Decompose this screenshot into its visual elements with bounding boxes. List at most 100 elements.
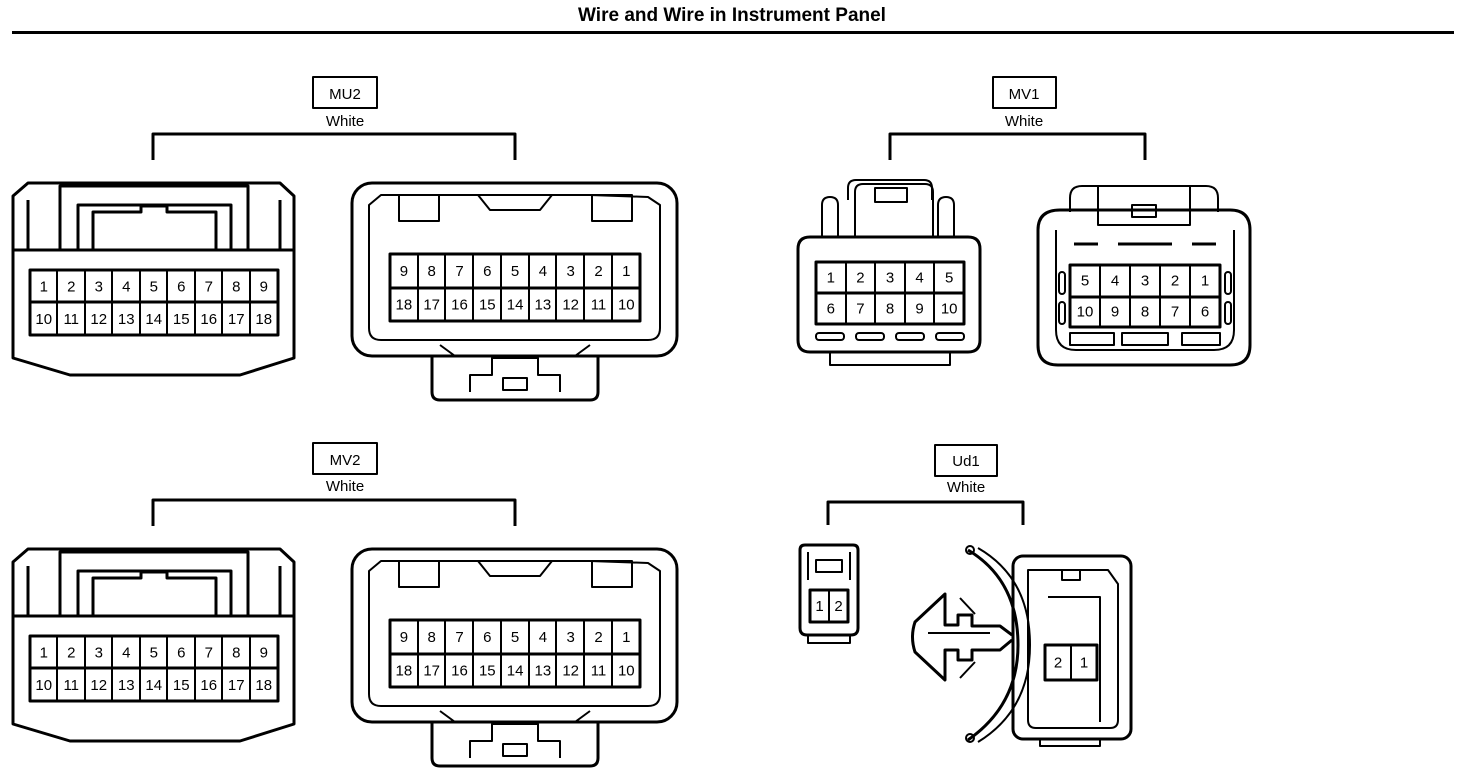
pin-number: 9	[400, 629, 408, 646]
pin-number: 1	[40, 644, 48, 661]
pin-grid-female	[814, 260, 966, 326]
pin-number: 18	[396, 296, 413, 313]
pin-number: 3	[567, 263, 575, 280]
pin-number: 9	[260, 278, 268, 295]
connector-Ud1: Ud1 White	[798, 444, 1133, 747]
pin-number: 7	[455, 629, 463, 646]
pin-grid-female	[28, 634, 280, 703]
pin-number: 2	[594, 263, 602, 280]
pin-number: 18	[396, 662, 413, 679]
connector-color-label: White	[1005, 113, 1043, 130]
pin-number: 16	[200, 311, 217, 328]
pin-number: 8	[428, 629, 436, 646]
pin-number: 12	[562, 662, 579, 679]
pin-number: 4	[539, 629, 547, 646]
pin-number: 6	[827, 301, 835, 318]
pin-number: 1	[815, 598, 823, 615]
pin-number: 7	[205, 644, 213, 661]
pin-number: 11	[591, 296, 607, 313]
pin-number: 15	[173, 677, 190, 694]
pin-number: 5	[150, 278, 158, 295]
pin-grid-female	[808, 588, 850, 624]
pin-number: 6	[1201, 304, 1209, 321]
pin-number: 1	[622, 263, 630, 280]
pin-grid-male	[388, 252, 642, 323]
pin-number: 13	[118, 311, 135, 328]
pin-number: 13	[535, 662, 552, 679]
pin-number: 6	[483, 263, 491, 280]
pin-number: 17	[228, 677, 245, 694]
pin-number: 5	[511, 629, 519, 646]
connector-id-label: Ud1	[952, 453, 980, 470]
page-title: Wire and Wire in Instrument Panel	[578, 5, 886, 26]
pin-number: 15	[173, 311, 190, 328]
pin-number: 3	[95, 644, 103, 661]
pin-number: 10	[618, 662, 635, 679]
pin-number: 9	[915, 301, 923, 318]
pin-number: 4	[915, 270, 923, 287]
connector-bracket	[151, 132, 517, 160]
pin-number: 1	[622, 629, 630, 646]
pin-number: 1	[1080, 655, 1088, 672]
connector-MV2: MV2 White	[11, 442, 679, 768]
pin-number: 17	[423, 296, 440, 313]
pin-number: 7	[205, 278, 213, 295]
pin-number: 14	[507, 662, 524, 679]
pin-number: 12	[90, 311, 107, 328]
connector-id-box	[992, 76, 1057, 109]
pin-grid-male	[1043, 643, 1099, 682]
pin-number: 12	[562, 296, 579, 313]
pin-number: 2	[67, 278, 75, 295]
pin-number: 10	[618, 296, 635, 313]
connector-color-label: White	[326, 478, 364, 495]
female-housing	[11, 547, 296, 743]
pin-number: 4	[122, 644, 130, 661]
pin-number: 12	[90, 677, 107, 694]
connector-bracket	[826, 500, 1025, 525]
pin-number: 4	[1111, 273, 1119, 290]
pin-number: 13	[118, 677, 135, 694]
pin-number: 2	[1171, 273, 1179, 290]
pin-number: 8	[1141, 304, 1149, 321]
connector-color-label: White	[326, 113, 364, 130]
pin-number: 6	[177, 644, 185, 661]
pin-number: 8	[232, 278, 240, 295]
pin-number: 3	[1141, 273, 1149, 290]
pin-grid-male	[388, 618, 642, 689]
pin-number: 2	[856, 270, 864, 287]
male-housing	[350, 181, 679, 402]
pin-number: 2	[834, 598, 842, 615]
pin-number: 15	[479, 296, 496, 313]
connector-id-label: MV1	[1009, 86, 1040, 103]
pin-number: 1	[827, 270, 835, 287]
pin-number: 6	[483, 629, 491, 646]
connector-MU2: MU2 White	[11, 76, 679, 402]
pin-number: 9	[400, 263, 408, 280]
pin-number: 9	[1111, 304, 1119, 321]
pin-number: 1	[1201, 273, 1209, 290]
connector-id-box	[312, 442, 378, 475]
connector-id-label: MV2	[330, 452, 361, 469]
pin-number: 5	[511, 263, 519, 280]
pin-number: 7	[455, 263, 463, 280]
connector-bracket	[888, 132, 1147, 160]
pin-number: 1	[40, 278, 48, 295]
pin-number: 18	[255, 677, 272, 694]
pin-number: 11	[63, 677, 79, 694]
male-housing	[1036, 185, 1252, 367]
pin-number: 7	[856, 301, 864, 318]
male-housing	[911, 545, 1133, 747]
pin-number: 10	[35, 311, 52, 328]
pin-number: 8	[886, 301, 894, 318]
pin-number: 11	[63, 311, 79, 328]
pin-number: 4	[122, 278, 130, 295]
pin-number: 16	[451, 662, 468, 679]
title-rule	[12, 31, 1454, 34]
pin-number: 10	[35, 677, 52, 694]
pin-number: 14	[507, 296, 524, 313]
pin-number: 8	[428, 263, 436, 280]
connector-id-box	[312, 76, 378, 109]
pin-grid-female	[28, 268, 280, 337]
